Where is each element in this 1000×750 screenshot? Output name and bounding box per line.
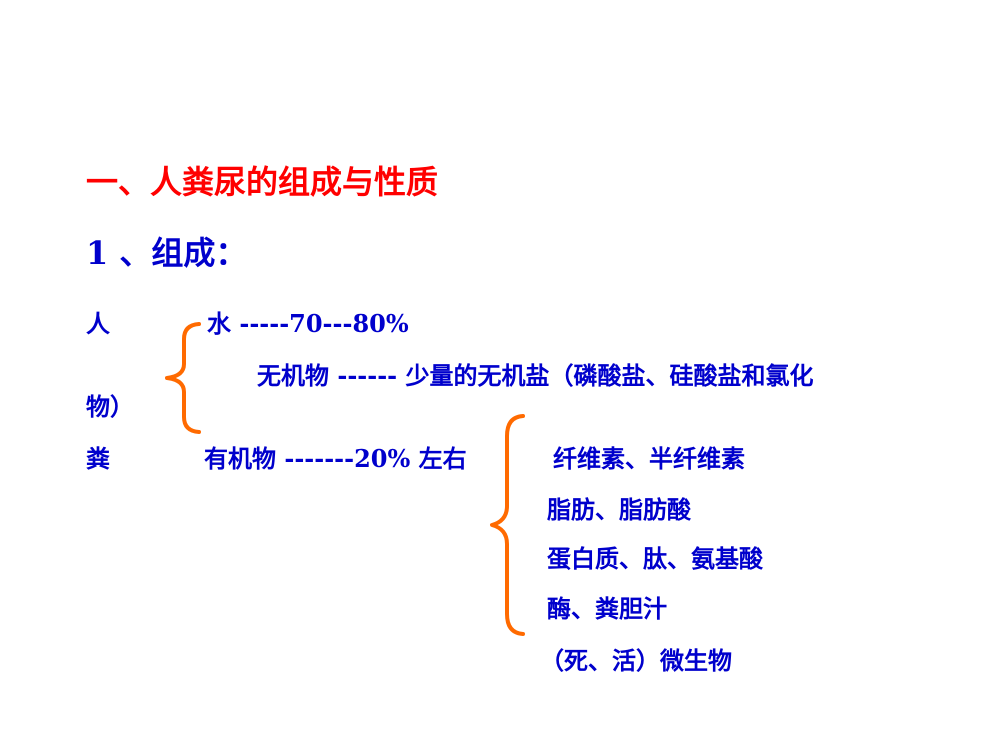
component-item: 纤维素、半纤维素 bbox=[553, 444, 745, 473]
component-item: 酶、粪胆汁 bbox=[547, 594, 667, 623]
component-item: 脂肪、脂肪酸 bbox=[547, 495, 691, 524]
water-line: 水 -----70---80% bbox=[207, 309, 409, 338]
component-item: 蛋白质、肽、氨基酸 bbox=[547, 544, 763, 573]
slide-title: 一、人粪尿的组成与性质 bbox=[86, 163, 439, 201]
section-heading: 1 、组成： bbox=[86, 234, 248, 272]
label-wrap: 物） bbox=[86, 392, 134, 421]
label-fen: 粪 bbox=[86, 444, 110, 473]
organic-line: 有机物 -------20% 左右 bbox=[204, 444, 467, 473]
brace-right bbox=[490, 414, 525, 636]
component-item: （死、活）微生物 bbox=[540, 646, 732, 675]
brace-left bbox=[165, 322, 201, 434]
inorganic-line: 无机物 ------ 少量的无机盐（磷酸盐、硅酸盐和氯化 bbox=[257, 361, 814, 390]
label-ren: 人 bbox=[86, 309, 110, 338]
